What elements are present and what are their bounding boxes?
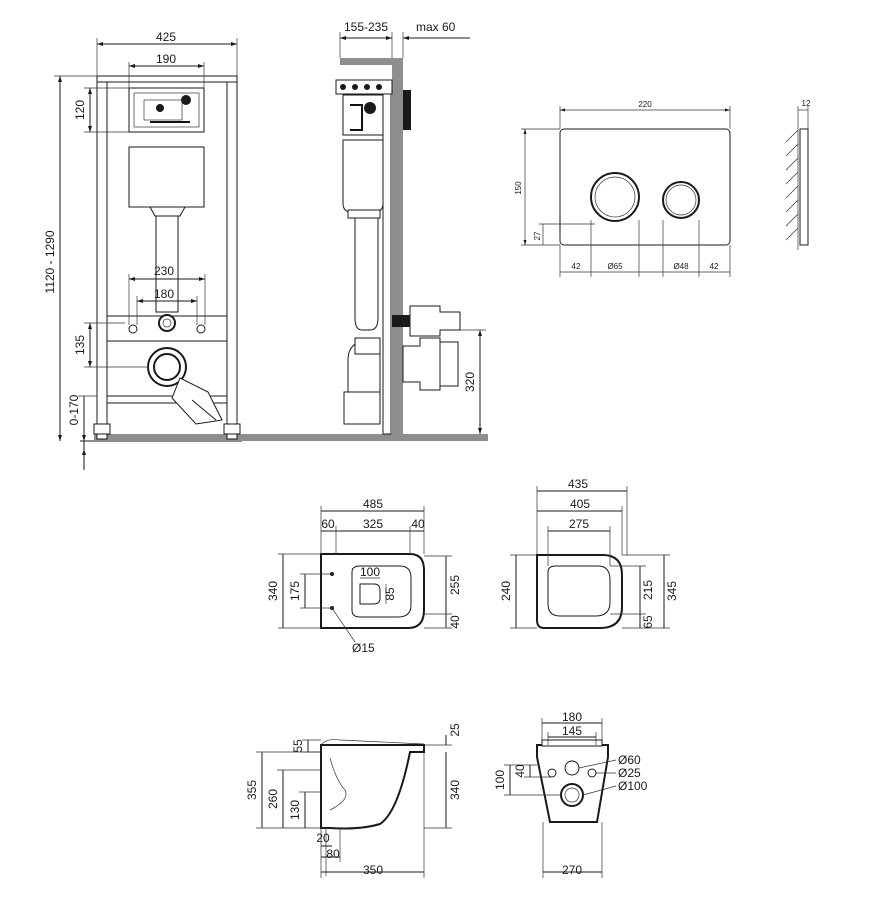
dim-bottom-offset: 40 <box>448 615 462 629</box>
bowl-back-view: 180 145 100 40 Ø60 Ø25 Ø100 270 <box>493 710 648 878</box>
dim-small-button: Ø48 <box>673 262 689 271</box>
bowl-side-outline <box>320 744 425 830</box>
dim-side-drain: 320 <box>463 372 477 392</box>
small-button <box>662 181 700 219</box>
dim-hole-diameter: Ø15 <box>352 641 375 655</box>
dim-seat-width-left: 240 <box>499 581 513 601</box>
dim-bowl-length: 485 <box>363 497 383 511</box>
dim-outer-studs: 230 <box>154 264 174 278</box>
service-opening <box>128 87 205 133</box>
dim-side-length: 350 <box>363 863 383 877</box>
dim-side-right: 340 <box>448 780 462 800</box>
dim-panel-width: 190 <box>156 52 176 66</box>
dim-side-mid: 260 <box>266 789 280 809</box>
dim-seat-inner: 275 <box>569 517 589 531</box>
flush-plate <box>559 128 731 246</box>
dim-plate-thickness: 12 <box>802 99 811 108</box>
dim-side-height: 355 <box>245 780 259 800</box>
dim-back-dia100: Ø100 <box>618 779 648 793</box>
dim-side-low: 130 <box>288 800 302 820</box>
dim-back-inner: 145 <box>562 724 582 738</box>
dim-inner-depth: 85 <box>383 587 397 601</box>
large-button <box>590 172 640 222</box>
dim-bowl-width: 340 <box>266 581 280 601</box>
dim-plate-margin-left: 42 <box>572 262 581 271</box>
dim-bowl-left: 60 <box>321 517 335 531</box>
flush-connector <box>158 314 176 332</box>
dim-plate-offset: 27 <box>533 231 542 240</box>
dim-frame-height: 1120 - 1290 <box>43 230 57 293</box>
dim-seat-bottom: 65 <box>641 615 655 629</box>
dim-bowl-seat: 325 <box>363 517 383 531</box>
dim-seat-outer: 435 <box>568 477 588 491</box>
dim-side-top: 55 <box>291 739 305 753</box>
dim-side-bottom: 20 <box>316 831 330 845</box>
flush-pipe <box>155 215 179 313</box>
dim-plate-width: 220 <box>638 100 652 109</box>
dim-frame-width: 425 <box>156 30 176 44</box>
dim-back-dia60: Ø60 <box>618 753 641 767</box>
floor-slab <box>94 434 242 441</box>
dim-inner-width: 100 <box>360 565 380 579</box>
cistern <box>128 146 205 208</box>
seat-top-view: 435 405 275 240 215 65 345 <box>499 477 679 629</box>
bowl-top-view: 485 60 325 40 340 175 100 85 255 40 <box>266 497 462 655</box>
dim-side-top-right: 25 <box>448 723 462 737</box>
dim-seat-width-inner: 215 <box>641 580 655 600</box>
dim-hole-spacing: 175 <box>288 581 302 601</box>
dim-plate-height: 150 <box>514 181 523 195</box>
dim-back-dia25: Ø25 <box>618 766 641 780</box>
frame-side-view: 155-235 max 60 320 <box>240 20 488 441</box>
dim-inner-studs: 180 <box>154 287 174 301</box>
dim-large-button: Ø65 <box>607 262 623 271</box>
bowl-side-view: 55 355 260 130 20 80 350 340 25 <box>245 723 462 878</box>
dim-outer-width: 255 <box>448 575 462 595</box>
dim-seat-mid: 405 <box>570 497 590 511</box>
dim-back-100: 100 <box>493 770 507 790</box>
dim-max-wall: max 60 <box>416 20 456 34</box>
dim-panel-height: 120 <box>73 100 87 120</box>
dim-side-base: 80 <box>326 847 340 861</box>
dim-back-top: 180 <box>562 710 582 724</box>
dim-plate-margin-right: 42 <box>710 262 719 271</box>
dim-back-bottom: 270 <box>562 863 582 877</box>
dim-drain-height: 135 <box>73 335 87 355</box>
dim-foot-range: 0-170 <box>67 394 81 425</box>
wall-section <box>392 64 403 434</box>
dim-back-40: 40 <box>513 764 527 778</box>
dim-side-depth: 155-235 <box>344 20 388 34</box>
frame-front-view: 425 190 120 1120 - 1290 230 180 <box>43 30 242 470</box>
flush-plate-view: 220 150 27 42 Ø65 Ø48 42 <box>514 99 811 277</box>
dim-bowl-right: 40 <box>411 517 425 531</box>
dim-seat-width-outer: 345 <box>665 581 679 601</box>
